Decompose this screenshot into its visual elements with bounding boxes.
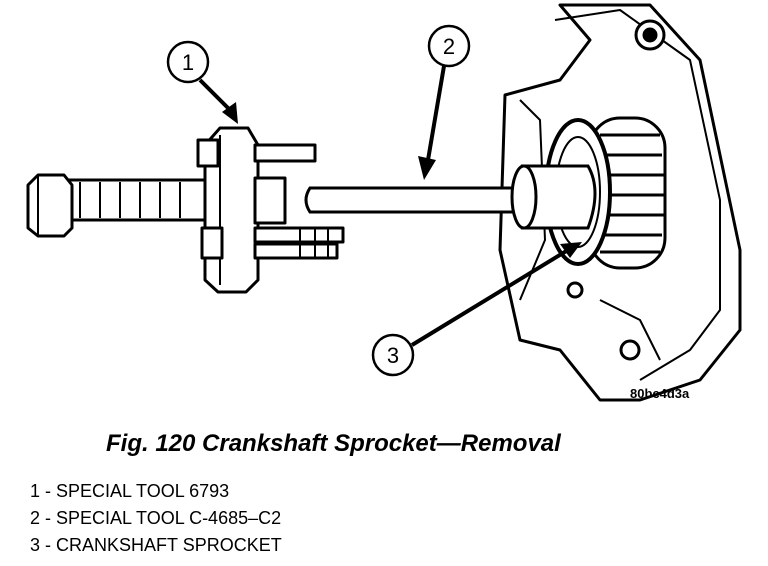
legend-item-3: 3 - CRANKSHAFT SPROCKET [30,535,282,555]
svg-text:1: 1 [182,50,194,75]
callout-3: 3 [371,242,582,377]
special-tool-6793 [26,126,345,294]
image-code: 80bc4d3a [630,386,690,401]
callout-1: 1 [166,40,238,124]
svg-text:2: 2 [443,34,455,59]
legend-item-2: 2 - SPECIAL TOOL C-4685–C2 [30,508,282,528]
svg-text:3: 3 [387,343,399,368]
figure-caption: Fig. 120 Crankshaft Sprocket—Removal [106,430,561,457]
legend-item-1: 1 - SPECIAL TOOL 6793 [30,481,230,501]
callout-2: 2 [418,24,471,180]
special-tool-c4685-c2 [304,164,597,230]
diagram-illustration: 1 2 3 80bc4d3a [26,3,742,402]
legend-list: 1 - SPECIAL TOOL 6793 2 - SPECIAL TOOL C… [30,478,282,559]
